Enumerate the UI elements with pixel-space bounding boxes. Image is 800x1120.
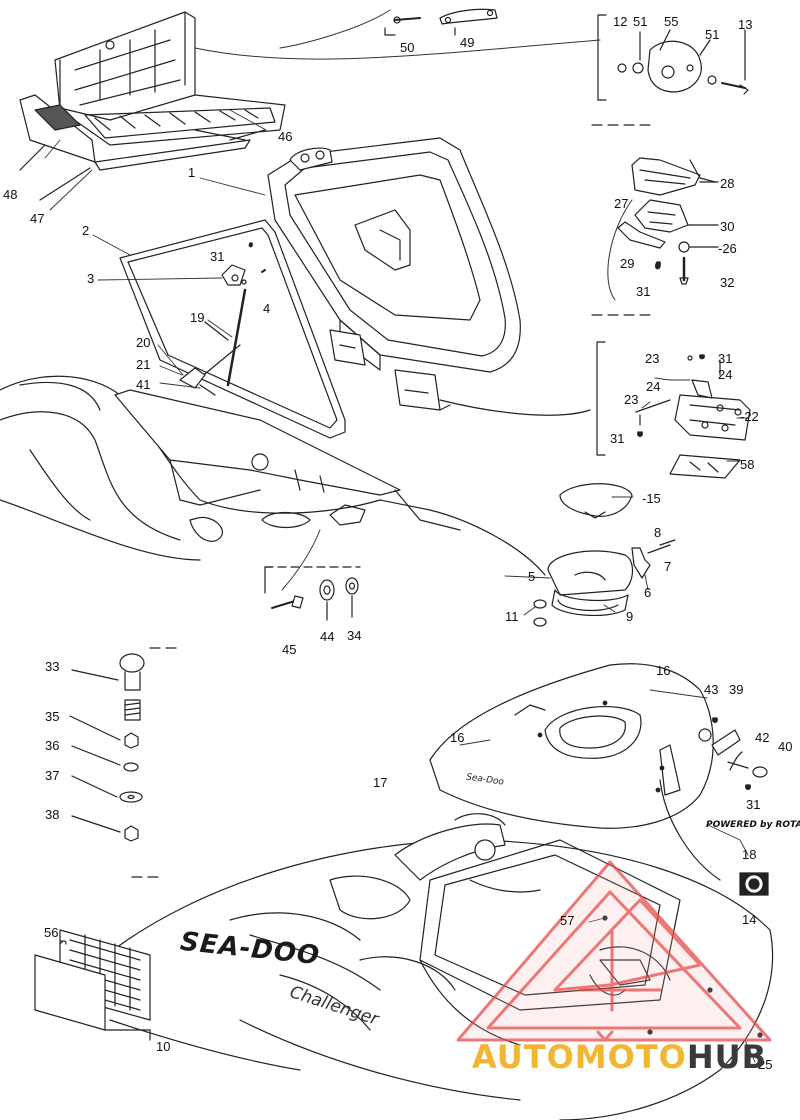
engine-cover-hood — [429, 663, 768, 881]
callout-41: 41 — [136, 377, 151, 392]
callout-34: 34 — [347, 628, 362, 643]
callout-4: 4 — [263, 301, 271, 316]
callout-8: 8 — [654, 525, 662, 540]
callout-37: 37 — [45, 768, 60, 783]
callout-32: 32 — [720, 275, 735, 290]
callout-23-top: 23 — [645, 351, 660, 366]
callout-30: 30 — [720, 219, 735, 234]
callout-11: 11 — [505, 609, 519, 624]
callout-45: 45 — [282, 642, 297, 657]
cable-assembly — [179, 321, 229, 396]
callout-56: 56 — [44, 925, 59, 940]
callout-31-a: 31 — [210, 249, 225, 264]
callout-15: -15 — [642, 491, 661, 506]
callout-38: 38 — [45, 807, 60, 822]
hinge-bracket-group — [596, 341, 751, 479]
callout-25: 25 — [758, 1057, 773, 1072]
callout-19: 19 — [190, 310, 205, 325]
callout-51-a: 51 — [633, 14, 648, 29]
callout-28: 28 — [720, 176, 735, 191]
callout-24-right: 24 — [718, 367, 733, 382]
callout-24-left: 24 — [646, 379, 661, 394]
callout-3: 3 — [87, 271, 95, 286]
watermark-text-primary: AUTOMOTO — [472, 1038, 687, 1076]
callout-31-b: 31 — [636, 284, 651, 299]
watermark-text-secondary: HUB — [686, 1038, 768, 1076]
emblem-decal — [739, 872, 769, 896]
callout-42: 42 — [755, 730, 770, 745]
callout-48: 48 — [3, 187, 18, 202]
callout-16-top: 16 — [656, 663, 671, 678]
callout-9: 9 — [626, 609, 634, 624]
callout-58: 58 — [740, 457, 755, 472]
callout-20: 20 — [136, 335, 151, 350]
callout-50: 50 — [400, 40, 415, 55]
storage-cover-insert — [559, 483, 633, 517]
callout-14: 14 — [742, 912, 757, 927]
callout-44: 44 — [320, 629, 335, 644]
callout-51-b: 51 — [705, 27, 720, 42]
callout-49: 49 — [460, 35, 475, 50]
callout-27: 27 — [614, 196, 629, 211]
callout-35: 35 — [45, 709, 60, 724]
callout-55: 55 — [664, 14, 679, 29]
callout-57: 57 — [560, 913, 575, 928]
callout-46: 46 — [278, 129, 293, 144]
callout-39: 39 — [729, 682, 744, 697]
callout-31-d: 31 — [610, 431, 625, 446]
fastener-set-a — [264, 566, 361, 621]
callout-23-bottom: 23 — [624, 392, 639, 407]
callout-6: 6 — [644, 585, 652, 600]
latch-group — [617, 157, 719, 285]
callout-33: 33 — [45, 659, 60, 674]
powered-by-rotax-decal: POWERED by ROTAX — [706, 820, 800, 830]
hinge-bracket-small — [221, 242, 266, 387]
vent-grille — [34, 929, 151, 1041]
callout-29: 29 — [620, 256, 635, 271]
callout-22: -22 — [740, 409, 759, 424]
callout-43: 43 — [704, 682, 719, 697]
callout-31-e: 31 — [746, 797, 761, 812]
callout-36: 36 — [45, 738, 60, 753]
front-deck — [0, 375, 546, 576]
watermark-logo — [456, 860, 772, 1042]
callout-10: 10 — [156, 1039, 171, 1054]
callout-47: 47 — [30, 211, 45, 226]
callout-1: 1 — [188, 165, 196, 180]
rear-rack — [19, 11, 286, 201]
callout-5: 5 — [528, 569, 536, 584]
callout-26: -26 — [718, 241, 737, 256]
callout-7: 7 — [664, 559, 672, 574]
callout-21: 21 — [136, 357, 151, 372]
storage-lid — [267, 137, 591, 416]
hinge-cam-group — [597, 14, 749, 101]
hull-deck — [99, 813, 774, 1120]
hinge-bolt-group — [384, 8, 498, 36]
callout-13: 13 — [738, 17, 753, 32]
fastener-stack — [69, 653, 145, 842]
callout-40: 40 — [778, 739, 793, 754]
callout-31-c: 31 — [718, 351, 733, 366]
callout-12: 12 — [613, 14, 628, 29]
watermark-wordmark: AUTOMOTOHUB — [472, 1038, 767, 1076]
callout-16-left: 16 — [450, 730, 465, 745]
cup-holder-assembly — [533, 539, 676, 627]
callout-2: 2 — [82, 223, 90, 238]
callout-17: 17 — [373, 775, 388, 790]
callout-18: 18 — [742, 847, 757, 862]
leader-lines — [44, 109, 756, 1063]
